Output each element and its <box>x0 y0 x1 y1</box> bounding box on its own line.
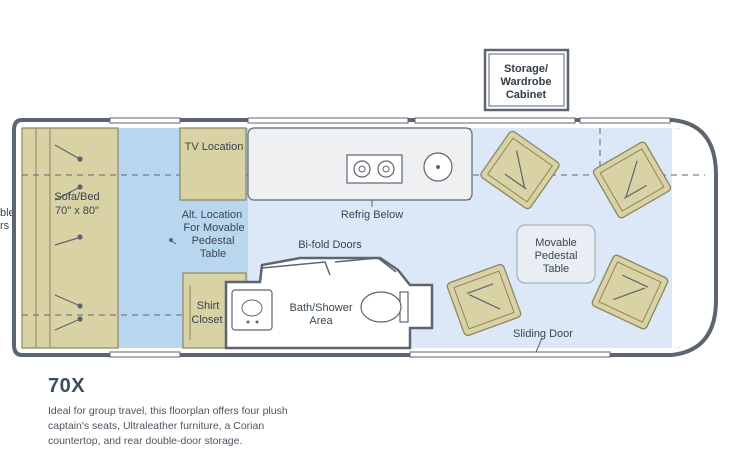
shirt-closet-line-1: Shirt <box>197 300 220 312</box>
storage-label-line-1: Storage/ <box>504 63 548 75</box>
movable-table-line-2: Pedestal <box>535 250 578 262</box>
captains-seat-3 <box>446 263 522 337</box>
sofa-bed-label-line-1: Sofa/Bed <box>54 191 99 203</box>
cooktop-icon <box>346 154 403 184</box>
sliding-door-label: Sliding Door <box>513 328 573 340</box>
sliding-door: Sliding Door <box>513 328 573 353</box>
window-segments <box>109 117 671 358</box>
captains-seat-1 <box>480 130 560 210</box>
storage-label-line-3: Cabinet <box>506 89 547 101</box>
bath-label-line-1: Bath/Shower <box>290 302 353 314</box>
alt-location-line-1: Alt. Location <box>182 209 243 221</box>
sofa-bed: Sofa/Bed 70" x 80" <box>21 127 119 349</box>
floorplan-diagram: Storage/ Wardrobe Cabinet Sofa/Bed 70" x… <box>0 48 718 358</box>
model-description: Ideal for group travel, this floorplan o… <box>48 405 288 447</box>
cutoff-label-line-1: ble <box>0 207 15 219</box>
kitchen-counter: Refrig Below <box>247 127 473 221</box>
storage-wardrobe-cabinet: Storage/ Wardrobe Cabinet <box>483 48 570 112</box>
cutoff-label-line-2: rs <box>0 220 10 232</box>
bi-fold-doors: Bi-fold Doors <box>261 239 397 276</box>
captains-seat-4 <box>591 254 669 330</box>
toilet-icon <box>360 291 402 323</box>
alt-location-line-3: Pedestal <box>192 235 235 247</box>
bath-shower-area: Bath/Shower Area <box>224 256 434 350</box>
bi-fold-doors-label: Bi-fold Doors <box>298 239 362 251</box>
model-name: 70X <box>48 375 86 397</box>
cab-area <box>672 128 708 348</box>
alt-location-line-4: Table <box>200 248 226 260</box>
alt-location-label: Alt. Location For Movable Pedestal Table <box>169 209 245 260</box>
tv-location-cabinet: TV Location <box>179 127 247 201</box>
refrig-below-label: Refrig Below <box>341 209 403 221</box>
captains-seat-2 <box>592 141 672 219</box>
sofa-bed-label-line-2: 70" x 80" <box>55 205 99 217</box>
movable-table-line-1: Movable <box>535 237 577 249</box>
alt-location-line-2: For Movable <box>183 222 244 234</box>
shirt-closet-line-2: Closet <box>191 314 222 326</box>
movable-pedestal-table: Movable Pedestal Table <box>516 224 596 284</box>
movable-table-line-3: Table <box>543 263 569 275</box>
bath-sink-icon <box>231 289 273 331</box>
cutoff-left-label: ble rs <box>0 207 15 232</box>
tv-location-label: TV Location <box>185 141 244 153</box>
bath-label-line-2: Area <box>309 315 333 327</box>
storage-label-line-2: Wardrobe <box>501 76 552 88</box>
